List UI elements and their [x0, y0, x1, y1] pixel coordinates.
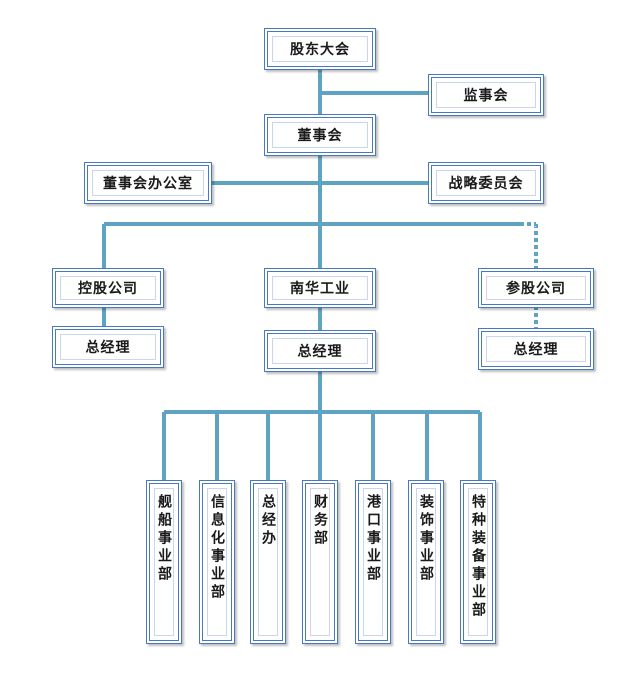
department-label: 装饰事业部 — [418, 494, 434, 584]
department-box: 信息化事业部 — [199, 480, 235, 644]
department-label: 舰船事业部 — [156, 494, 172, 584]
nanhua-gm-label: 总经理 — [297, 344, 343, 360]
participating-company-box: 参股公司 — [478, 268, 594, 308]
holding-gm-box: 总经理 — [52, 326, 164, 368]
participating-gm-label: 总经理 — [513, 342, 559, 358]
supervisory-board-box: 监事会 — [428, 74, 544, 116]
participating-company-label: 参股公司 — [506, 281, 566, 297]
department-label: 财务部 — [312, 494, 328, 548]
department-box: 特种装备事业部 — [460, 480, 496, 644]
board-of-directors-box: 董事会 — [264, 114, 376, 156]
board-of-directors-label: 董事会 — [297, 128, 343, 144]
nanhua-industry-box: 南华工业 — [264, 268, 376, 308]
strategy-committee-label: 战略委员会 — [448, 176, 524, 192]
department-box: 港口事业部 — [355, 480, 391, 644]
shareholders-meeting-label: 股东大会 — [290, 42, 350, 58]
department-box: 装饰事业部 — [408, 480, 444, 644]
board-office-box: 董事会办公室 — [84, 162, 212, 204]
department-label: 总经办 — [260, 494, 276, 548]
department-label: 港口事业部 — [365, 494, 381, 584]
nanhua-industry-label: 南华工业 — [290, 281, 350, 297]
strategy-committee-box: 战略委员会 — [428, 162, 544, 204]
department-box: 总经办 — [250, 480, 286, 644]
department-label: 信息化事业部 — [209, 494, 225, 602]
holding-company-label: 控股公司 — [78, 281, 138, 297]
department-box: 舰船事业部 — [146, 480, 182, 644]
participating-gm-box: 总经理 — [478, 328, 594, 370]
supervisory-board-label: 监事会 — [463, 88, 509, 104]
nanhua-gm-box: 总经理 — [264, 330, 376, 372]
department-label: 特种装备事业部 — [470, 494, 486, 620]
board-office-label: 董事会办公室 — [103, 176, 193, 192]
department-box: 财务部 — [302, 480, 338, 644]
holding-company-box: 控股公司 — [52, 268, 164, 308]
holding-gm-label: 总经理 — [85, 340, 131, 356]
shareholders-meeting-box: 股东大会 — [264, 28, 376, 70]
